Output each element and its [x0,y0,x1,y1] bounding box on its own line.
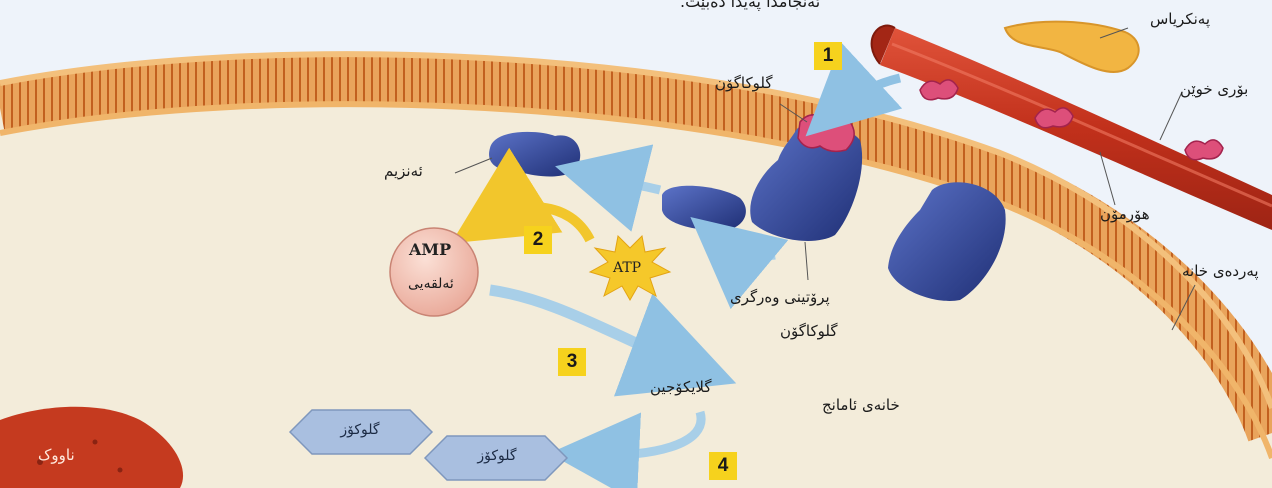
label-amp: AMP [409,240,451,259]
step-badge-3: 3 [558,348,586,376]
hormone-molecule [1185,140,1223,160]
label-enzyme: ئەنزیم [384,162,423,180]
step-badge-1: 1 [814,42,842,70]
label-blood-vessel: بۆری خوێن [1180,80,1248,98]
label-nucleus: ناووک [38,446,75,464]
label-hormone: هۆرمۆن [1100,205,1150,223]
label-glucose-1: گلوکۆز [310,422,410,438]
label-amp-cyclic: ئەلقەیی [408,276,454,292]
label-glucose-2: گلوکۆز [447,448,547,464]
label-target-cell: خانەی ئامانج [822,396,900,414]
label-glucagon: گلوکاگۆن [715,74,772,92]
label-receptor-line2: گلوکاگۆن [780,322,837,340]
label-glycogen: گلایکۆجین [650,378,712,396]
label-pancreas: پەنکریاس [1150,10,1210,28]
label-receptor-line1: پرۆتینی وەرگری [730,288,830,306]
step-badge-2: 2 [524,226,552,254]
top-caption: ئەنجامدا پەیدا دەبێت. [680,0,820,11]
step-badge-4: 4 [709,452,737,480]
hormone-molecule [920,80,958,100]
label-cell-membrane: پەردەی خانە [1182,262,1259,280]
hormone-molecule [1035,108,1073,128]
label-atp: ATP [613,260,641,276]
glucagon-bound [798,114,854,151]
